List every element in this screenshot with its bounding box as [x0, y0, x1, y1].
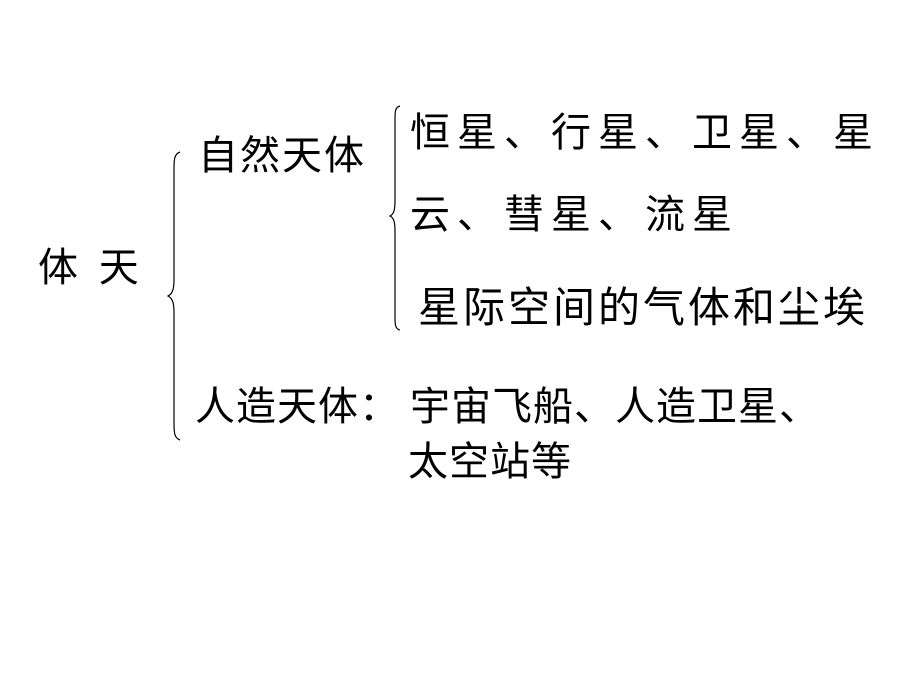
root-label: 体 天 — [38, 245, 143, 291]
small-brace-icon — [388, 105, 401, 331]
natural-item-nebula-comets: 云、彗星、流星 — [410, 192, 739, 238]
large-brace-icon — [166, 151, 181, 441]
artificial-item-line-1: 宇宙飞船、人造卫星、 — [410, 384, 820, 430]
natural-bodies-label: 自然天体 — [198, 133, 366, 179]
artificial-bodies-label: 人造天体： — [195, 384, 400, 430]
natural-item-interstellar: 星际空间的气体和尘埃 — [418, 283, 869, 332]
artificial-item-line-2: 太空站等 — [408, 439, 572, 485]
natural-item-stars: 恒星、行星、卫星、星 — [410, 110, 880, 156]
